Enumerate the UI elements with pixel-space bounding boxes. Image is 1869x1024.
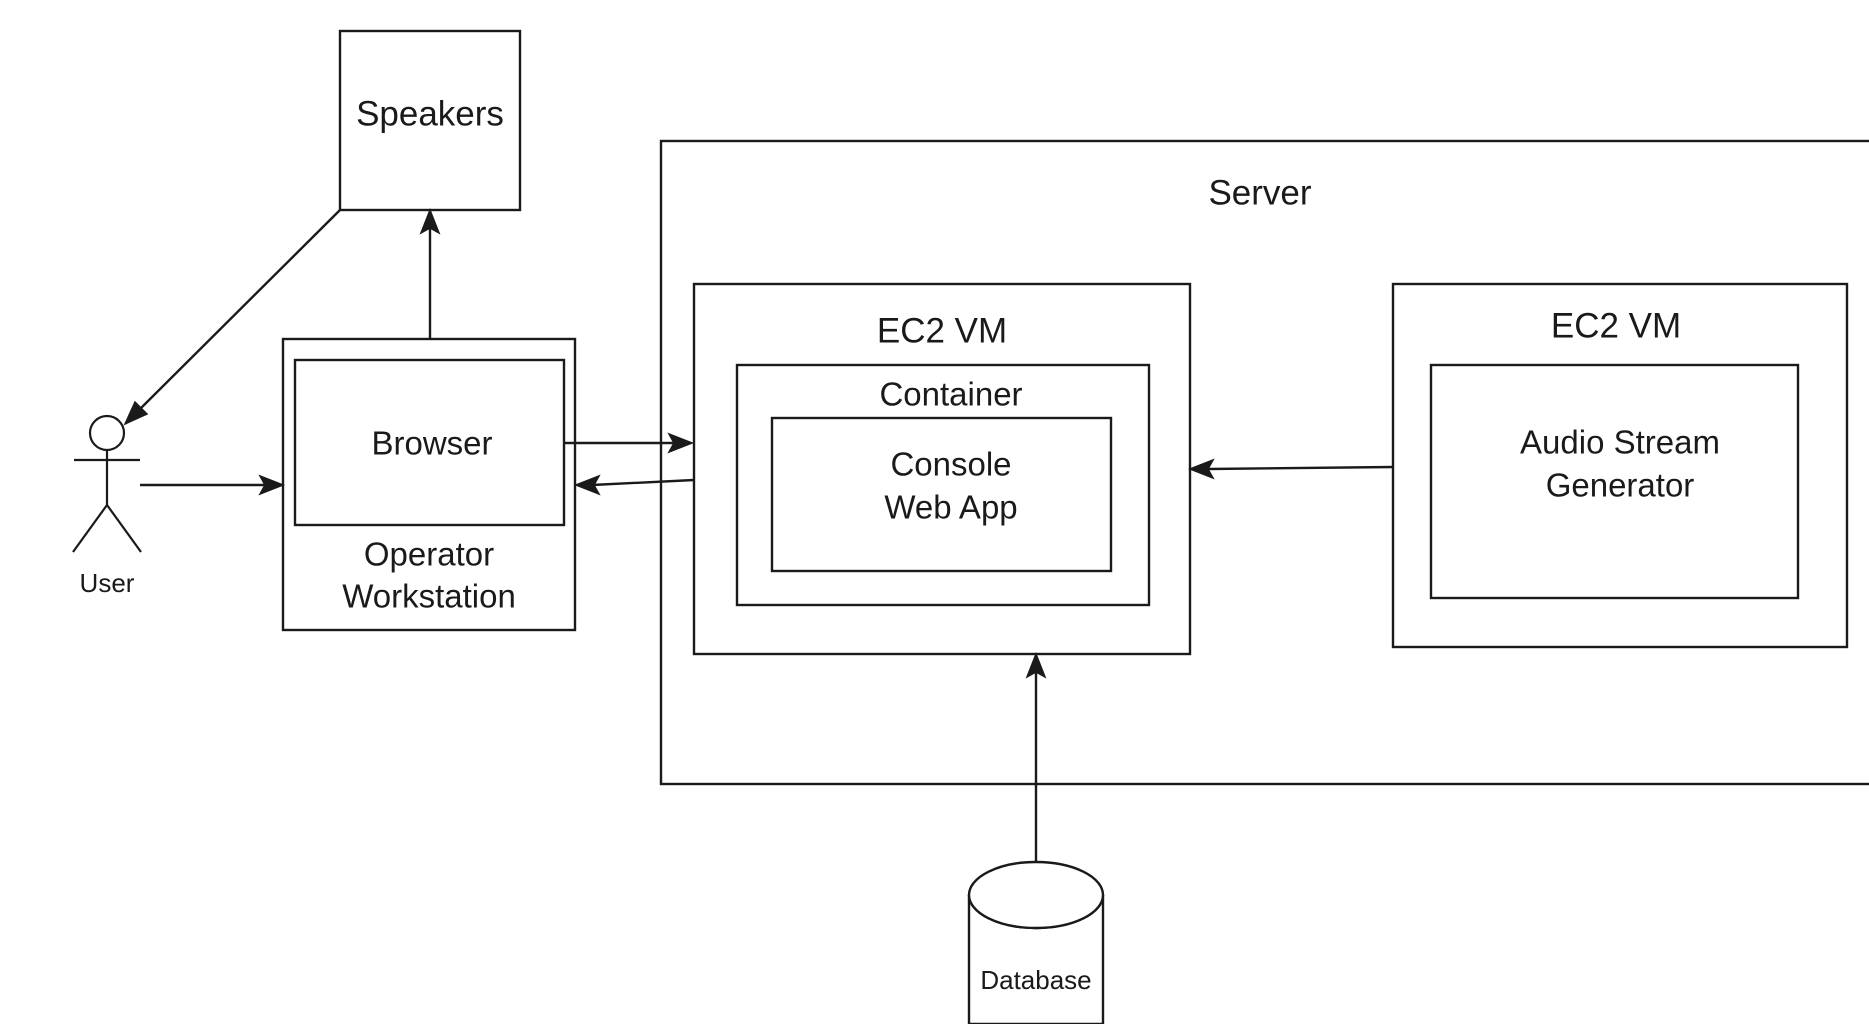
console-web-app-box	[770, 416, 1113, 573]
arrow-user-to-workstation	[140, 474, 286, 496]
server-label: Server	[1208, 174, 1311, 213]
audio-stream-generator-box	[1429, 363, 1800, 600]
arrow-browser-to-ec2-vm	[564, 432, 695, 454]
operator-workstation-label-line2: Workstation	[342, 578, 516, 615]
operator-workstation-label-line1: Operator	[364, 536, 494, 573]
ec2-vm-right-label: EC2 VM	[1551, 307, 1681, 346]
container-label: Container	[879, 376, 1022, 413]
browser-label: Browser	[371, 425, 492, 462]
audio-stream-generator-label-line1: Audio Stream	[1520, 424, 1720, 461]
console-web-app-label-line2: Web App	[884, 489, 1017, 526]
speakers-label: Speakers	[356, 95, 504, 134]
console-web-app-label-line1: Console	[890, 446, 1011, 483]
user-actor-icon	[72, 414, 142, 553]
database-label: Database	[980, 965, 1091, 995]
arrow-workstation-to-speakers	[419, 207, 441, 339]
user-label: User	[80, 568, 135, 598]
database-icon	[967, 860, 1105, 1024]
arrow-speakers-to-user	[123, 209, 341, 426]
audio-stream-generator-label-line2: Generator	[1546, 467, 1695, 504]
arrow-ec2-vm-to-browser	[573, 474, 695, 496]
arrow-audio-vm-to-console-vm	[1187, 458, 1394, 480]
arrow-database-to-console-vm	[1025, 651, 1047, 862]
ec2-vm-left-label: EC2 VM	[877, 312, 1007, 351]
speakers-box	[338, 29, 522, 212]
